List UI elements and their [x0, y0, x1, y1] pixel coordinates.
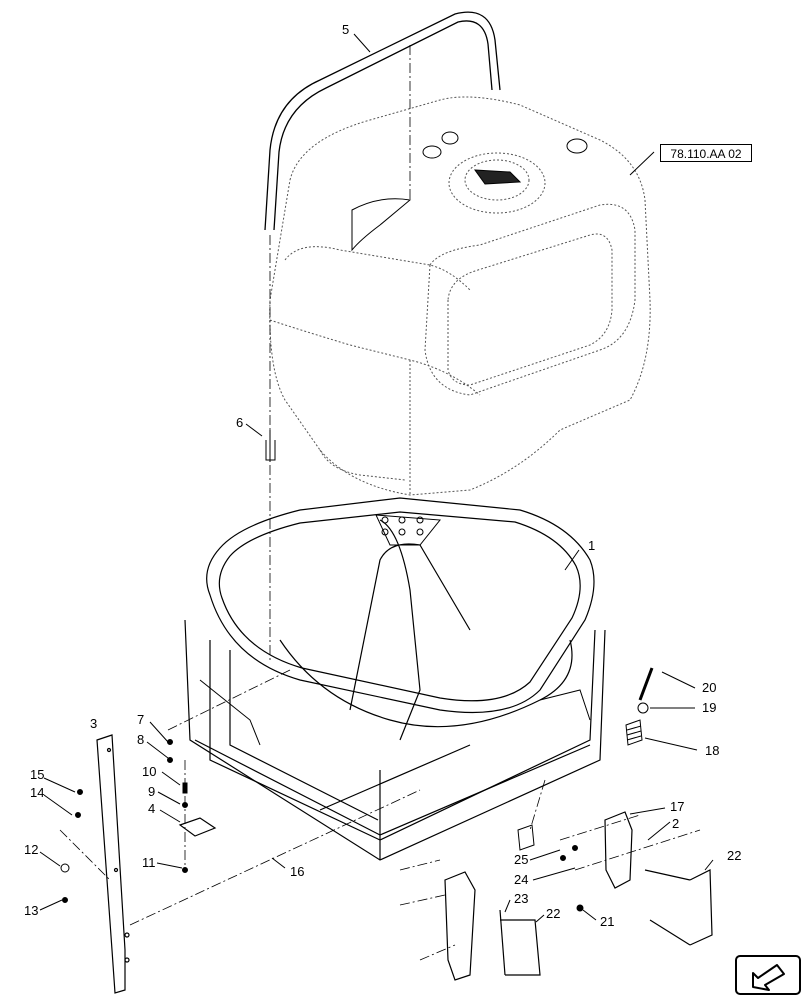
- side-panel: [96, 734, 130, 994]
- callout-4: 4: [148, 801, 155, 816]
- callout-5: 5: [342, 22, 349, 37]
- callout-16: 16: [290, 864, 304, 879]
- hopper-gussets: [199, 514, 591, 746]
- pad-4: [178, 817, 217, 837]
- cross-reference-box[interactable]: 78.110.AA 02: [660, 144, 752, 162]
- callout-24: 24: [514, 872, 528, 887]
- strap-bracket: [265, 430, 276, 462]
- callout-12: 12: [24, 842, 38, 857]
- callout-13: 13: [24, 903, 38, 918]
- spring-18: [625, 719, 643, 746]
- callout-19: 19: [702, 700, 716, 715]
- callout-7: 7: [137, 712, 144, 727]
- tank-strap: [264, 11, 501, 231]
- callout-9: 9: [148, 784, 155, 799]
- callout-leaders: [39, 33, 714, 923]
- u-bolt-left: [499, 909, 541, 976]
- callout-10: 10: [142, 764, 156, 779]
- navigate-back-button[interactable]: [735, 955, 801, 995]
- callout-14: 14: [30, 785, 44, 800]
- callout-22-right: 22: [727, 848, 741, 863]
- mount-bracket-23: [444, 871, 476, 981]
- callout-6: 6: [236, 415, 243, 430]
- callout-8: 8: [137, 732, 144, 747]
- u-bolt-right: [644, 869, 713, 946]
- mount-bracket-17: [604, 811, 633, 889]
- tank-fittings: [351, 131, 588, 252]
- centerlines: [59, 45, 701, 961]
- callout-18: 18: [705, 743, 719, 758]
- callout-22-left: 22: [546, 906, 560, 921]
- tank-fill-cap: [448, 152, 546, 214]
- tank: [269, 96, 651, 496]
- callout-23: 23: [514, 891, 528, 906]
- callout-1: 1: [588, 538, 595, 553]
- callout-2: 2: [672, 816, 679, 831]
- hopper-frame: [184, 497, 606, 861]
- callout-3: 3: [90, 716, 97, 731]
- callout-21: 21: [600, 914, 614, 929]
- callout-20: 20: [702, 680, 716, 695]
- callout-15: 15: [30, 767, 44, 782]
- callout-11: 11: [142, 855, 156, 870]
- arrow-down-left-icon: [752, 964, 785, 991]
- callout-17: 17: [670, 799, 684, 814]
- callout-25: 25: [514, 852, 528, 867]
- spring-25: [517, 824, 535, 851]
